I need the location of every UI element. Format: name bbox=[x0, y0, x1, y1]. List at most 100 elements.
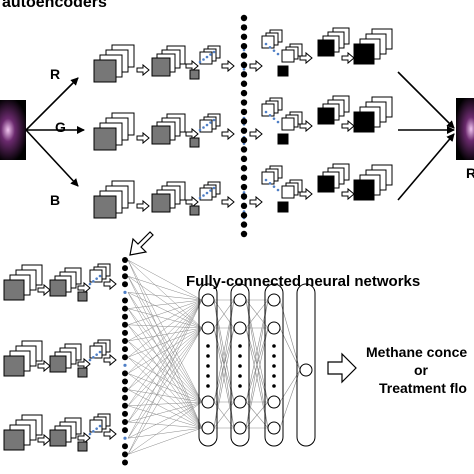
ae-row-1-enc-small bbox=[189, 137, 200, 148]
latent-node bbox=[240, 221, 248, 228]
latent-node bbox=[240, 118, 248, 125]
latent-node bbox=[240, 165, 248, 172]
bottleneck-dot bbox=[88, 358, 92, 362]
latent-dot-column bbox=[240, 14, 248, 238]
fc-input-node bbox=[122, 443, 128, 450]
ae-row-1-dec-small bbox=[277, 133, 289, 145]
ae-row-0-enc-stack-1 bbox=[93, 44, 135, 83]
bottleneck-dot bbox=[209, 189, 212, 192]
ae-row-2-arrow-1 bbox=[136, 199, 150, 213]
latent-node bbox=[240, 71, 248, 78]
fc-input-node bbox=[122, 257, 128, 263]
fc-edge bbox=[127, 259, 203, 329]
feature-map-front bbox=[189, 69, 200, 80]
ae-row-2-arrow-2 bbox=[185, 195, 199, 209]
feature-map-front bbox=[277, 133, 289, 145]
enc-row-1-arrow-2 bbox=[77, 357, 91, 371]
fc-hidden-layer-2 bbox=[230, 283, 250, 447]
fc-edge bbox=[127, 308, 203, 403]
autoencoders-title: autoencoders bbox=[2, 0, 107, 11]
bottleneck-dot bbox=[98, 350, 102, 354]
feature-map-front bbox=[261, 35, 275, 49]
fc-input-node bbox=[123, 290, 127, 294]
ae-row-0-dec-stack-2 bbox=[281, 43, 303, 63]
merge-arrow-b bbox=[397, 133, 455, 201]
fc-edge bbox=[127, 327, 203, 406]
fc-edge bbox=[127, 299, 203, 309]
ae-row-2-dec-stack-3 bbox=[317, 163, 350, 193]
ae-row-1-arrow-5 bbox=[299, 119, 313, 133]
ae-row-2-enc-blue-dots bbox=[198, 186, 216, 200]
fc-neuron bbox=[233, 421, 247, 435]
feature-map-front bbox=[49, 429, 67, 447]
fc-edge bbox=[127, 357, 203, 429]
enc-row-1-arrow-1 bbox=[37, 359, 51, 373]
bottleneck-dot bbox=[92, 280, 95, 283]
fc-edge bbox=[127, 401, 203, 423]
fc-edge bbox=[127, 401, 203, 407]
fc-input-node bbox=[123, 436, 127, 440]
channel-label-b: B bbox=[50, 192, 61, 208]
fc-edge bbox=[127, 340, 203, 403]
latent-node bbox=[240, 183, 248, 191]
output-flame-image bbox=[456, 98, 474, 160]
fc-edge bbox=[127, 275, 203, 301]
fc-edge bbox=[127, 275, 203, 329]
bottleneck-dot bbox=[88, 432, 92, 436]
fc-ellipsis-dot bbox=[238, 344, 242, 348]
fc-neuron bbox=[201, 421, 215, 435]
fc-edge bbox=[127, 299, 203, 326]
bottleneck-dot bbox=[95, 427, 98, 430]
feature-map-front bbox=[49, 355, 67, 373]
fan-arrow-r bbox=[25, 77, 79, 131]
reconstruction-channel-label: R bbox=[466, 165, 474, 181]
enc-row-2-stack-3 bbox=[89, 413, 111, 433]
latent-node bbox=[240, 174, 248, 181]
ae-row-0-dec-blue-dots bbox=[264, 42, 280, 56]
fc-edge bbox=[127, 327, 203, 423]
bottleneck-dot bbox=[205, 55, 209, 59]
fc-input-node bbox=[122, 338, 128, 344]
latent-node bbox=[240, 230, 248, 238]
fc-edge bbox=[127, 327, 203, 390]
feature-map-front bbox=[281, 49, 295, 63]
ae-row-2-dec-blue-dots bbox=[264, 178, 280, 192]
enc-row-0-arrow-2 bbox=[77, 281, 91, 295]
ae-row-1-dec-stack-2 bbox=[281, 111, 303, 131]
enc-row-0-arrow-1 bbox=[37, 283, 51, 297]
fc-input-node bbox=[122, 419, 128, 425]
latent-node bbox=[240, 89, 248, 97]
fc-edge bbox=[245, 327, 269, 429]
bottleneck-dot bbox=[242, 191, 246, 194]
ae-row-2-enc-small bbox=[189, 205, 200, 216]
fc-ellipsis-dot bbox=[272, 354, 276, 358]
bottleneck-dot bbox=[198, 128, 202, 132]
enc-row-2-stack-2 bbox=[49, 417, 82, 447]
bottleneck-dot bbox=[242, 48, 246, 52]
bottleneck-dot bbox=[92, 356, 95, 359]
enc-row-0-blue-dots bbox=[88, 274, 102, 286]
ae-row-2-enc-stack-2 bbox=[151, 181, 186, 213]
feature-map-front bbox=[189, 205, 200, 216]
feature-map-front bbox=[277, 201, 289, 213]
feature-map-front bbox=[261, 103, 275, 117]
latent-node bbox=[240, 108, 248, 116]
fc-edge bbox=[127, 327, 203, 455]
fc-ellipsis-dot bbox=[238, 354, 242, 358]
enc-row-1-stack-1 bbox=[3, 340, 43, 377]
feature-map-front bbox=[281, 185, 295, 199]
feature-map-front bbox=[151, 57, 171, 77]
fully-connected-title: Fully-connected neural networks bbox=[186, 273, 421, 290]
bottleneck-dot bbox=[264, 110, 268, 114]
ae-row-0-arrow-4 bbox=[249, 59, 263, 73]
bottleneck-dot bbox=[98, 274, 102, 278]
latent-node bbox=[240, 14, 248, 22]
ae-row-0-enc-stack-2 bbox=[151, 45, 186, 77]
fc-ellipsis-dot bbox=[206, 364, 210, 368]
feature-map-front bbox=[199, 119, 213, 133]
latent-node bbox=[240, 193, 248, 200]
ae-row-2-enc-stack-1 bbox=[93, 180, 135, 219]
fc-input-nodes bbox=[122, 257, 128, 466]
feature-map-front bbox=[3, 279, 25, 301]
